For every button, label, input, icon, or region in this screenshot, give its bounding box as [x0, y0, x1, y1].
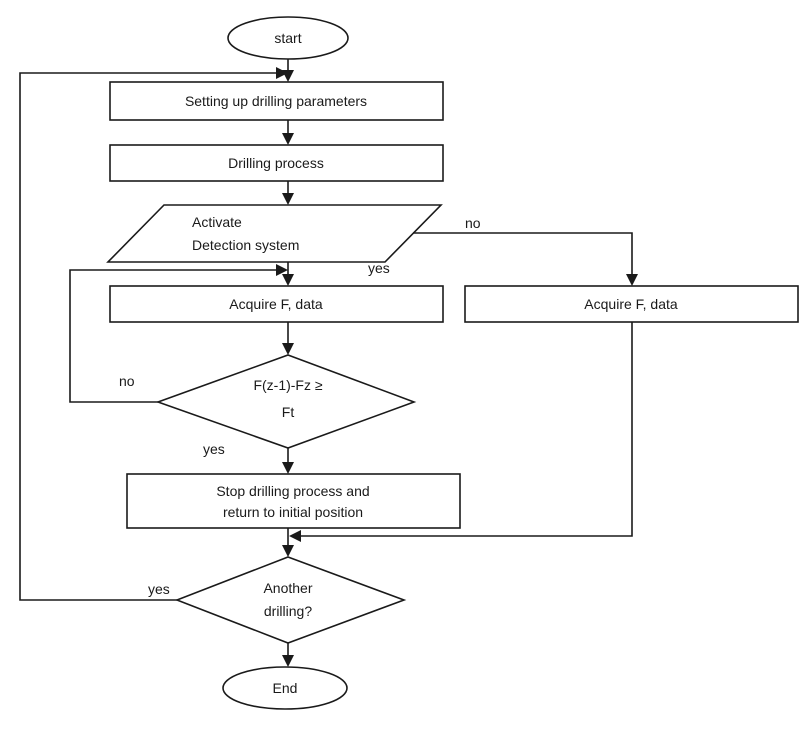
- stop-label-line2: return to initial position: [223, 504, 363, 520]
- edge-label-decision-no: no: [119, 373, 135, 389]
- arrowhead-another: [282, 545, 294, 557]
- connector-acquire-right-merge: [300, 322, 633, 537]
- edge-label-decision-yes: yes: [203, 441, 225, 457]
- arrowhead-acquire-right: [626, 274, 638, 286]
- drilling-process-box: [109, 144, 444, 182]
- setup-process-box: [109, 81, 444, 121]
- connector-another-yes-loop: [19, 72, 277, 601]
- edge-label-activate-no: no: [465, 215, 481, 231]
- stop-label-line1: Stop drilling process and: [216, 483, 369, 499]
- activate-label-line2: Detection system: [192, 237, 299, 253]
- acquire-left-label: Acquire F, data: [229, 296, 323, 312]
- connector-activate-acquire-right: [413, 232, 633, 275]
- end-label: End: [273, 680, 298, 696]
- edge-label-another-yes: yes: [148, 581, 170, 597]
- setup-label: Setting up drilling parameters: [185, 93, 367, 109]
- connector-decision-no-loop: [69, 269, 277, 403]
- end-terminal: [222, 666, 348, 710]
- stop-drilling-box: [126, 473, 461, 529]
- another-label-line2: drilling?: [264, 603, 312, 619]
- arrowhead-acquire-left: [282, 274, 294, 286]
- another-label-line1: Another: [263, 580, 312, 596]
- arrowhead-another-loop: [276, 67, 288, 79]
- arrowhead-merge: [289, 530, 301, 542]
- another-drilling-decision: [174, 556, 407, 644]
- start-label: start: [274, 30, 301, 46]
- arrowhead-drilling: [282, 133, 294, 145]
- edge-label-activate-yes: yes: [368, 260, 390, 276]
- arrowhead-end: [282, 655, 294, 667]
- arrowhead-decision: [282, 343, 294, 355]
- decision-label-line2: Ft: [282, 404, 295, 420]
- arrowhead-activate: [282, 193, 294, 205]
- activate-label-line1: Activate: [192, 214, 242, 230]
- drilling-label: Drilling process: [228, 155, 324, 171]
- force-threshold-decision: [155, 354, 417, 449]
- arrowhead-stop: [282, 462, 294, 474]
- activate-detection-io: [106, 204, 443, 263]
- arrowhead-decision-loop: [276, 264, 288, 276]
- acquire-left-box: [109, 285, 444, 323]
- acquire-right-label: Acquire F, data: [584, 296, 678, 312]
- decision-label-line1: F(z-1)-Fz ≥: [253, 377, 322, 393]
